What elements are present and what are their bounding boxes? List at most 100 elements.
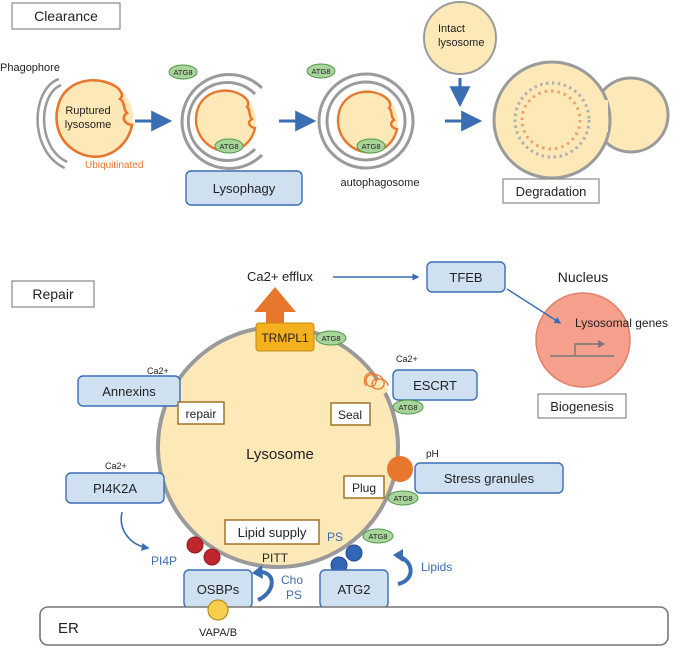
pi4p-lipid-dot [186,536,204,554]
fused-lysosome-large [492,60,612,180]
lipids-label: Lipids [421,560,452,574]
tfeb-box [426,261,506,293]
pi4k2a-box [65,472,165,504]
lipid-supply-box [224,519,320,545]
clearance-label-box [11,2,121,30]
atg8-label: ATG8 [398,403,417,412]
annexins-box [77,375,181,407]
vapab-label: VAPA/B [199,627,237,639]
pi4p-lipid-dot [203,548,221,566]
phagophore-membrane-inner [38,80,67,167]
atg8-label: ATG8 [173,68,192,77]
pitt-label: PITT [262,551,289,565]
phagophore-label: Phagophore [0,62,60,74]
ps-lipid-dot [345,544,363,562]
lysophagy-stage: ATG8 ATG8 [168,64,264,170]
repair-box-label: repair [186,407,217,421]
seal-label: Seal [338,408,362,422]
degradation-stage [492,60,670,180]
biogenesis-box [537,393,627,419]
cho-ps-label: PS [286,588,302,602]
intact-label-2: lysosome [438,37,484,49]
lipids-arrowhead [393,549,403,562]
degradation-label: Degradation [516,184,587,199]
atg8-label: ATG8 [361,142,380,151]
atg8-badge [362,528,394,544]
atg8-badge [306,63,336,79]
cho-ps-arrow [257,570,274,602]
stress-granules-box [414,462,564,494]
cho-label: Cho [281,573,303,587]
autophagosome-label: autophagosome [341,177,420,189]
nucleus-label: Nucleus [558,269,609,285]
degradation-box [502,178,600,204]
intact-label-1: Intact [438,23,465,35]
lysosome-label: Lysosome [246,446,314,463]
clearance-section: Clearance Phagophore Ruptured lysosome U… [0,1,670,206]
atg8-label: ATG8 [368,532,387,541]
ps-label: PS [327,530,343,544]
trpml1-efflux-arrow [254,287,296,330]
nucleus [535,292,631,388]
biogenesis-label: Biogenesis [550,399,614,414]
repair-box [177,401,225,425]
vapab-protein [207,599,229,621]
atg8-label: ATG8 [311,67,330,76]
atg8-badge [356,138,386,154]
membrane-gap-right [374,378,389,395]
gene-promoter-arrowhead [598,340,605,348]
intact-lysosome [423,1,497,75]
fusion-neck [592,100,608,132]
trpml1-channel [255,322,315,352]
pi4p-label: PI4P [151,554,177,568]
atg8-badge [315,330,347,346]
degrading-membrane-orange [520,89,582,151]
lipids-arrow [396,554,413,586]
lysophagy-lysosome [196,91,256,151]
stress-granules-label: Stress granules [444,471,535,486]
atg8-badge [168,64,198,80]
cho-ps-arrowhead [252,565,263,579]
autophagosome-stage: ATG8 ATG8 [306,63,415,170]
tfeb-label: TFEB [449,270,482,285]
escrt-ca-label: Ca2+ [396,354,418,364]
annexins-label: Annexins [102,384,156,399]
pi4k2a-to-pi4p-arrow [120,511,150,551]
seal-box [330,402,371,426]
lysophagy-outer-membrane [180,73,264,170]
escrt-label: ESCRT [413,378,457,393]
autophagosome-lysosome-membrane [336,90,399,154]
atg8-badge [214,138,244,154]
trpml1-label: TRMPL1 [261,331,309,345]
lipid-supply-label: Lipid supply [238,525,307,540]
ruptured-lysosome [57,80,133,156]
ubiquitinated-label: Ubiquitinated [85,160,143,171]
ruptured-lysosome-membrane [55,79,134,158]
autophagosome-inner-membrane [325,80,407,162]
repair-section-label: Repair [32,286,74,302]
lysophagy-lysosome-membrane [194,89,257,153]
pi4k2a-ca-label: Ca2+ [105,461,127,471]
repair-section: Repair Ca2+ efflux TFEB Nucleus Lysosoma… [11,261,669,646]
ruptured-label-2: lysosome [65,119,111,131]
atg8-badge [387,490,419,506]
atg2-label: ATG2 [338,582,371,597]
lysophagy-label: Lysophagy [213,181,276,196]
lysosomal-genes-label: Lysosomal genes [575,316,668,330]
ca-efflux-label: Ca2+ efflux [247,269,313,284]
osbps-label: OSBPs [197,582,240,597]
escrt-box [392,369,478,401]
repair-label-box [11,280,95,308]
atg8-label: ATG8 [321,334,340,343]
degrading-membrane-gray [513,81,591,159]
lysophagy-box [185,170,303,206]
lysophagy-inner-membrane [186,81,257,162]
autophagosome-outer-membrane [317,72,415,170]
plug-box [343,475,385,499]
stress-granule [387,456,413,482]
ph-label: pH [426,449,439,460]
er-membrane [39,606,669,646]
atg8-label: ATG8 [393,494,412,503]
atg8-label: ATG8 [219,142,238,151]
